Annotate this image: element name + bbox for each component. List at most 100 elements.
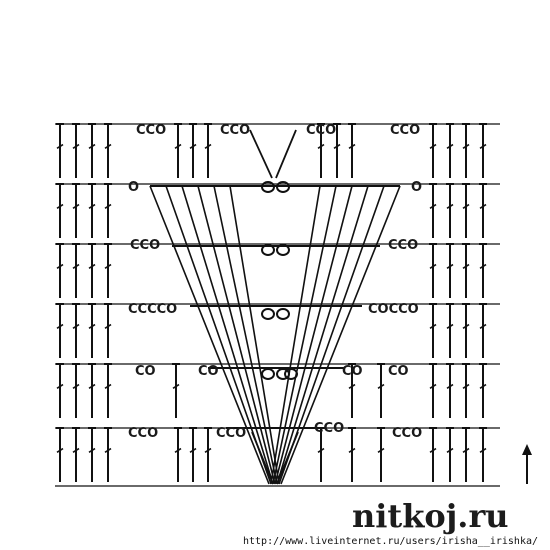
site-watermark: nitkoj.ru — [352, 497, 509, 535]
chain-label: O — [128, 180, 139, 195]
double-crochet-stitch — [429, 303, 437, 358]
chain-label: CCO — [314, 421, 344, 436]
double-crochet-stitch — [104, 123, 112, 178]
double-crochet-stitch — [377, 363, 385, 418]
double-crochet-stitch — [104, 363, 112, 418]
double-crochet-stitch — [88, 363, 96, 418]
double-crochet-stitch — [348, 427, 356, 482]
double-crochet-stitch — [317, 427, 325, 482]
double-crochet-stitch — [56, 303, 64, 358]
double-crochet-stitch — [56, 427, 64, 482]
chain-label: CCO — [216, 426, 246, 441]
chain-stitch-icon — [276, 244, 290, 256]
double-crochet-stitch — [72, 363, 80, 418]
chain-label: O — [411, 180, 422, 195]
double-crochet-stitch — [446, 123, 454, 178]
v-stitch-right — [275, 129, 297, 179]
stitch-columns — [55, 123, 500, 487]
up-arrow-icon — [522, 444, 532, 484]
chain-stitch-icon — [276, 368, 290, 380]
double-crochet-stitch — [172, 363, 180, 418]
double-crochet-stitch — [72, 243, 80, 298]
chain-stitch-icon — [261, 308, 275, 320]
double-crochet-stitch — [104, 183, 112, 238]
double-crochet-stitch — [174, 123, 182, 178]
double-crochet-stitch — [429, 243, 437, 298]
chain-label: CCO — [128, 426, 158, 441]
double-crochet-stitch — [462, 303, 470, 358]
double-crochet-stitch — [56, 243, 64, 298]
v-stitch-right — [280, 185, 401, 485]
double-crochet-stitch — [204, 427, 212, 482]
double-crochet-stitch — [204, 123, 212, 178]
chain-stitch-icon — [276, 181, 290, 193]
double-crochet-stitch — [88, 243, 96, 298]
double-crochet-stitch — [479, 123, 487, 178]
double-crochet-stitch — [479, 183, 487, 238]
v-stitch-left — [251, 431, 274, 485]
chain-label: COCCO — [368, 302, 419, 317]
chain-stitch-icon — [261, 368, 275, 380]
double-crochet-stitch — [56, 183, 64, 238]
chain-label: CCCCO — [128, 302, 177, 317]
chain-label: CCO — [130, 238, 160, 253]
v-stitch-right — [276, 431, 299, 485]
v-motif — [149, 129, 401, 485]
chain-label: CCO — [390, 123, 420, 138]
v-stitch-right — [270, 185, 321, 485]
double-crochet-stitch — [104, 243, 112, 298]
double-crochet-stitch — [429, 363, 437, 418]
double-crochet-stitch — [72, 303, 80, 358]
double-crochet-stitch — [462, 183, 470, 238]
chain-label: CO — [388, 364, 409, 379]
source-url: http://www.liveinternet.ru/users/irisha_… — [243, 536, 538, 547]
double-crochet-stitch — [446, 183, 454, 238]
double-crochet-stitch — [462, 123, 470, 178]
double-crochet-stitch — [88, 183, 96, 238]
double-crochet-stitch — [377, 427, 385, 482]
double-crochet-stitch — [72, 123, 80, 178]
double-crochet-stitch — [72, 183, 80, 238]
chain-label: CO — [198, 364, 219, 379]
double-crochet-stitch — [446, 243, 454, 298]
double-crochet-stitch — [429, 427, 437, 482]
v-stitch-left — [181, 185, 274, 485]
double-crochet-stitch — [429, 183, 437, 238]
chain-label: CO — [135, 364, 156, 379]
chain-label: CCO — [388, 238, 418, 253]
double-crochet-stitch — [479, 427, 487, 482]
double-crochet-stitch — [462, 427, 470, 482]
double-crochet-stitch — [88, 303, 96, 358]
v-stitch-right — [274, 185, 353, 485]
chain-label: CCO — [220, 123, 250, 138]
chain-label: CCO — [306, 123, 336, 138]
double-crochet-stitch — [174, 427, 182, 482]
double-crochet-stitch — [72, 427, 80, 482]
double-crochet-stitch — [104, 427, 112, 482]
double-crochet-stitch — [56, 123, 64, 178]
v-stitch-left — [229, 185, 280, 485]
chain-label: CCO — [136, 123, 166, 138]
chain-stitch-icon — [261, 181, 275, 193]
double-crochet-stitch — [189, 123, 197, 178]
v-stitch-right — [276, 185, 369, 485]
double-crochet-stitch — [479, 363, 487, 418]
double-crochet-stitch — [429, 123, 437, 178]
double-crochet-stitch — [462, 243, 470, 298]
double-crochet-stitch — [479, 243, 487, 298]
v-stitch-left — [197, 185, 276, 485]
double-crochet-stitch — [88, 427, 96, 482]
chain-stitch-icon — [276, 308, 290, 320]
v-stitch-right — [272, 185, 337, 485]
double-crochet-stitch — [104, 303, 112, 358]
double-crochet-stitch — [479, 303, 487, 358]
double-crochet-stitch — [56, 363, 64, 418]
double-crochet-stitch — [348, 123, 356, 178]
double-crochet-stitch — [446, 363, 454, 418]
double-crochet-stitch — [446, 427, 454, 482]
double-crochet-stitch — [88, 123, 96, 178]
v-stitch-left — [149, 185, 270, 485]
double-crochet-stitch — [462, 363, 470, 418]
chain-stitch-icon — [261, 244, 275, 256]
